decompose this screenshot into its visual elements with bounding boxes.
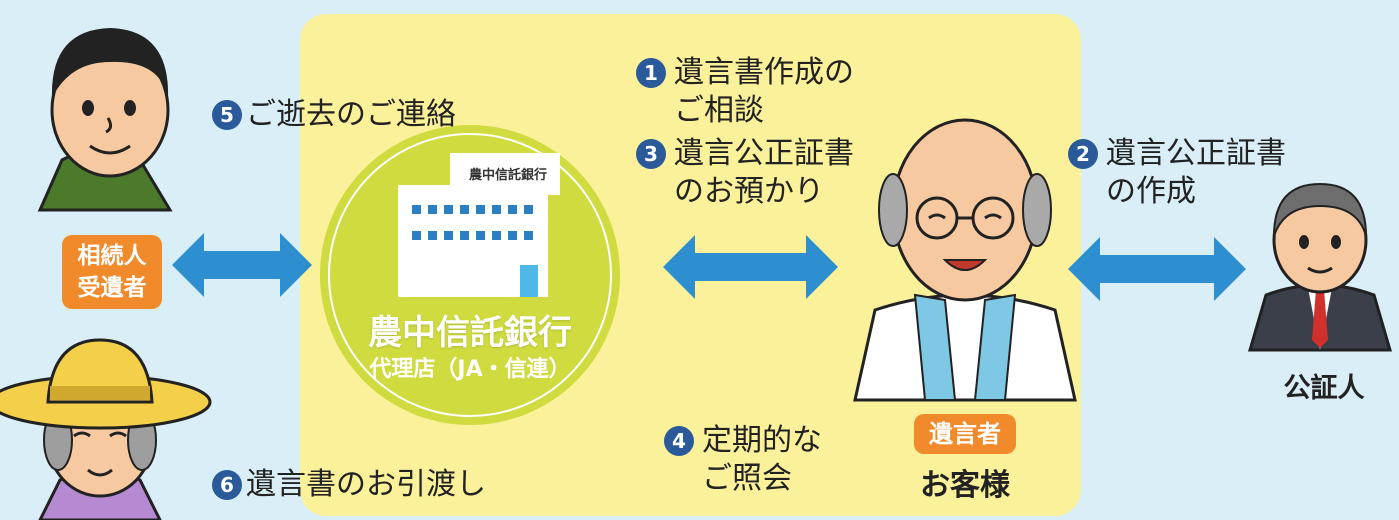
step-4-text: 定期的な ご照会: [702, 423, 822, 496]
heirs-badge: 相続人 受遺者: [62, 235, 162, 309]
step-2-text: 遺言公正証書 の作成: [1106, 136, 1286, 209]
step-3-text: 遺言公正証書 のお預かり: [674, 136, 854, 209]
heirs-badge-line1: 相続人: [77, 243, 147, 269]
arrow-testator-notary-icon: [1068, 237, 1246, 301]
step-5-number: 5: [212, 100, 242, 130]
notary-label: 公証人: [1283, 373, 1365, 404]
testator-badge: 遺言者: [914, 414, 1016, 454]
step-3-number: 3: [636, 139, 666, 169]
step-1-text: 遺言書作成の ご相談: [674, 55, 854, 128]
step-6-text: 遺言書のお引渡し: [246, 467, 486, 502]
bank-circle-ring: [328, 133, 612, 417]
testator-label: お客様: [920, 468, 1010, 503]
arrow-bank-testator-icon: [663, 235, 838, 299]
grandfather-illustration: [853, 118, 1077, 402]
step-5-text: ご逝去のご連絡: [246, 97, 456, 132]
bank-subtitle: 代理店（JA・信連）: [369, 357, 571, 382]
bank-building-icon: [398, 153, 560, 297]
grandmother-illustration: [0, 338, 212, 520]
young-man-illustration: [37, 28, 173, 212]
notary-illustration: [1248, 182, 1392, 352]
arrow-heirs-bank-icon: [172, 233, 312, 297]
bank-circle: 農中信託銀行 農中信託銀行 代理店（JA・信連）: [320, 125, 620, 425]
step-6-number: 6: [212, 470, 242, 500]
step-2-number: 2: [1068, 139, 1098, 169]
heirs-badge-line2: 受遺者: [77, 275, 147, 301]
bank-name: 農中信託銀行: [368, 313, 572, 353]
step-4-number: 4: [664, 426, 694, 456]
bank-sign: 農中信託銀行: [468, 168, 547, 183]
step-1-number: 1: [636, 58, 666, 88]
